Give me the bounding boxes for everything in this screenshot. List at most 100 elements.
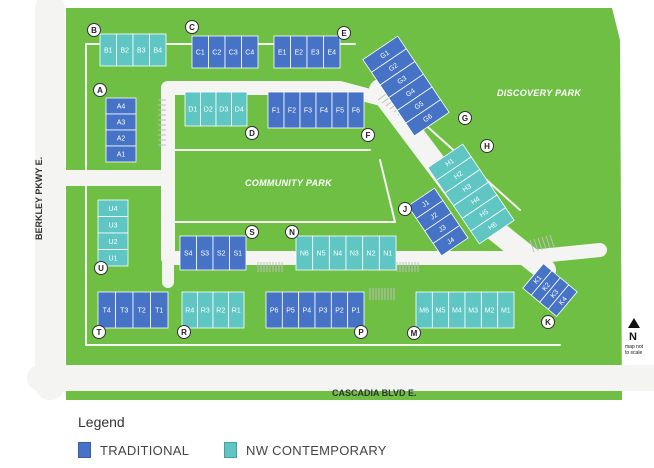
discovery-park-label: DISCOVERY PARK	[497, 88, 582, 98]
lot-label: B4	[153, 48, 162, 55]
marker-t[interactable]: T	[92, 325, 106, 339]
lot-label: M5	[436, 308, 446, 315]
lot-label: M6	[419, 308, 429, 315]
lot-label: M1	[501, 308, 511, 315]
lot-a1[interactable]	[105, 145, 137, 163]
traditional-swatch	[78, 442, 91, 458]
marker-h[interactable]: H	[480, 139, 494, 153]
lot-e4[interactable]	[323, 35, 341, 69]
lot-m1[interactable]	[497, 291, 515, 329]
lot-label: E1	[278, 50, 287, 57]
marker-c[interactable]: C	[185, 20, 199, 34]
map-not-to-scale-note-1: map not	[625, 344, 644, 350]
marker-n[interactable]: N	[285, 225, 299, 239]
contemporary-swatch	[224, 442, 237, 458]
marker-letter: N	[289, 228, 295, 237]
marker-p[interactable]: P	[354, 325, 368, 339]
marker-d[interactable]: D	[245, 126, 259, 140]
north-letter: N	[629, 331, 637, 343]
lot-label: R4	[185, 308, 194, 315]
marker-b[interactable]: B	[87, 23, 101, 37]
marker-circle	[337, 26, 351, 40]
lot-g6[interactable]	[405, 99, 450, 137]
berkley-pkwy-label: BERKLEY PKWY E.	[34, 157, 44, 240]
marker-s[interactable]: S	[245, 225, 259, 239]
lot-label: F1	[272, 108, 280, 115]
cascadia-blvd-label: CASCADIA BLVD E.	[332, 388, 417, 398]
marker-g[interactable]: G	[458, 111, 472, 125]
marker-u[interactable]: U	[94, 261, 108, 275]
marker-circle	[354, 325, 368, 339]
lot-t1[interactable]	[150, 291, 169, 329]
lot-label: U3	[109, 222, 118, 229]
lot-c4[interactable]	[241, 35, 259, 69]
lot-k4[interactable]	[547, 284, 578, 317]
marker-j[interactable]: J	[398, 202, 412, 216]
marker-k[interactable]: K	[541, 315, 555, 329]
lot-label: J3	[438, 224, 448, 234]
property-grass	[66, 8, 622, 400]
marker-f[interactable]: F	[361, 128, 375, 142]
marker-letter: F	[366, 131, 371, 140]
marker-e[interactable]: E	[337, 26, 351, 40]
lot-label: G1	[379, 49, 391, 60]
lot-n1[interactable]	[378, 235, 397, 271]
marker-letter: M	[411, 329, 418, 338]
legend-item-contemporary: NW CONTEMPORARY	[224, 442, 387, 458]
marker-letter: K	[545, 318, 551, 327]
lot-label: D1	[188, 107, 197, 114]
marker-a[interactable]: A	[93, 83, 107, 97]
lot-label: H6	[487, 221, 498, 232]
marker-circle	[185, 20, 199, 34]
marker-circle	[398, 202, 412, 216]
marker-letter: C	[189, 23, 195, 32]
lot-label: K2	[541, 281, 552, 292]
lot-s1[interactable]	[229, 235, 247, 271]
lot-label: U1	[109, 255, 118, 262]
lot-label: P1	[352, 308, 361, 315]
lot-u1[interactable]	[97, 249, 129, 267]
lot-label: P6	[270, 308, 279, 315]
lot-label: S1	[233, 251, 242, 258]
legend-label-traditional: TRADITIONAL	[100, 442, 190, 458]
parking-stalls	[158, 93, 555, 300]
marker-m[interactable]: M	[407, 326, 421, 340]
lot-label: T2	[138, 308, 146, 315]
lot-label: G6	[422, 113, 434, 124]
marker-circle	[94, 261, 108, 275]
marker-circle	[285, 225, 299, 239]
legend-title: Legend	[78, 414, 125, 430]
marker-letter: P	[358, 328, 364, 337]
lot-label: T3	[120, 308, 128, 315]
lot-label: A1	[117, 152, 126, 159]
lot-h6[interactable]	[470, 207, 515, 245]
lot-f6[interactable]	[347, 91, 365, 129]
lot-label: B1	[104, 48, 113, 55]
lot-label: N5	[317, 251, 326, 258]
lot-r1[interactable]	[228, 291, 245, 329]
lot-label: B2	[120, 48, 129, 55]
lot-j4[interactable]	[432, 224, 469, 257]
marker-r[interactable]: R	[177, 325, 191, 339]
lot-b4[interactable]	[149, 33, 167, 67]
lot-d4[interactable]	[231, 91, 248, 127]
lot-label: J2	[429, 212, 439, 222]
marker-letter: U	[98, 264, 104, 273]
